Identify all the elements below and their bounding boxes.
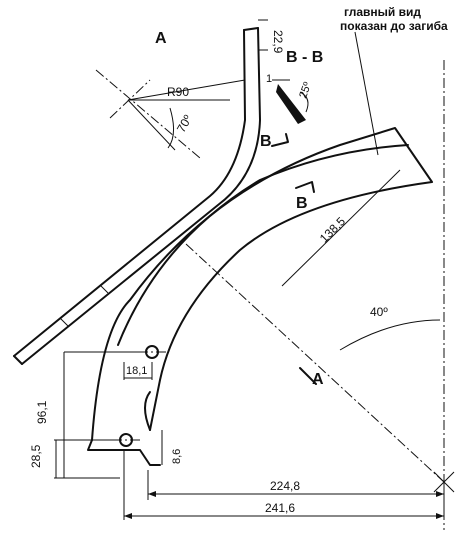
bent-blade-view: [13, 27, 261, 365]
angle-40-label: 40º: [370, 305, 388, 319]
view-a-arrow[interactable]: [299, 367, 317, 385]
radius-70-line: [127, 99, 176, 151]
bottom-ext-lines: [123, 450, 445, 520]
blade-outer-contour: [91, 127, 433, 441]
dim-96-label: 96,1: [35, 400, 49, 424]
section-arrow-b-upper[interactable]: [271, 133, 289, 147]
blade-root: [87, 439, 161, 466]
blade-inner-line: [117, 144, 409, 346]
bend-mark-1: [59, 317, 69, 327]
angle-25-arc: [299, 91, 309, 113]
angle-40-arc: [339, 319, 441, 351]
section-bb-profile: [276, 84, 306, 124]
dim-28-label: 28,5: [29, 444, 43, 468]
angle-25-label: 25º: [297, 81, 314, 100]
dim-18-lines: [123, 362, 153, 380]
pivot-point: [433, 471, 455, 493]
blade-outline-right: [21, 27, 261, 365]
arrow-b-upper-label: B: [260, 133, 272, 150]
section-bb: B - B 1 25º: [266, 49, 323, 124]
dim-138-line: [281, 169, 401, 287]
radius-label: R90: [167, 85, 189, 99]
section-arrow-b-lower[interactable]: [295, 181, 315, 193]
dim-18-label: 18,1: [126, 365, 147, 377]
angle-70-arc: [167, 107, 174, 149]
centerline-diagonal: [95, 69, 201, 159]
arrow-b-lower-label: B: [296, 195, 308, 212]
view-a-label-bottom: A: [312, 371, 324, 388]
main-view-note-1: главный вид: [344, 5, 421, 19]
radius-construction: [95, 69, 246, 159]
dim-8-label: 8,6: [171, 449, 183, 464]
blade-top-end: [243, 27, 259, 31]
left-ext-lines: [54, 351, 140, 479]
thickness-ticks: [258, 19, 268, 51]
dim-138-label: 138,5: [317, 214, 348, 245]
radius-line: [127, 79, 246, 101]
dim-arrowheads: [124, 491, 444, 519]
blade-notch: [144, 391, 151, 431]
bend-mark-2: [99, 284, 109, 294]
main-view-note-2: показан до загиба: [340, 19, 448, 33]
flat-blade-view: [87, 127, 433, 466]
small-1-label: 1: [266, 73, 272, 85]
blade-end-cap: [13, 355, 23, 365]
axis-diagonal: [185, 243, 445, 483]
dim-224-label: 224,8: [270, 479, 300, 493]
angle-70-label: 70º: [174, 112, 195, 135]
centerline-cross: [109, 79, 151, 119]
thickness-label: 22,9: [271, 30, 285, 54]
view-a-label-top: A: [155, 30, 167, 47]
dim-241-label: 241,6: [265, 501, 295, 515]
section-bb-label: B - B: [286, 49, 323, 66]
blade-outline-left: [13, 29, 246, 357]
